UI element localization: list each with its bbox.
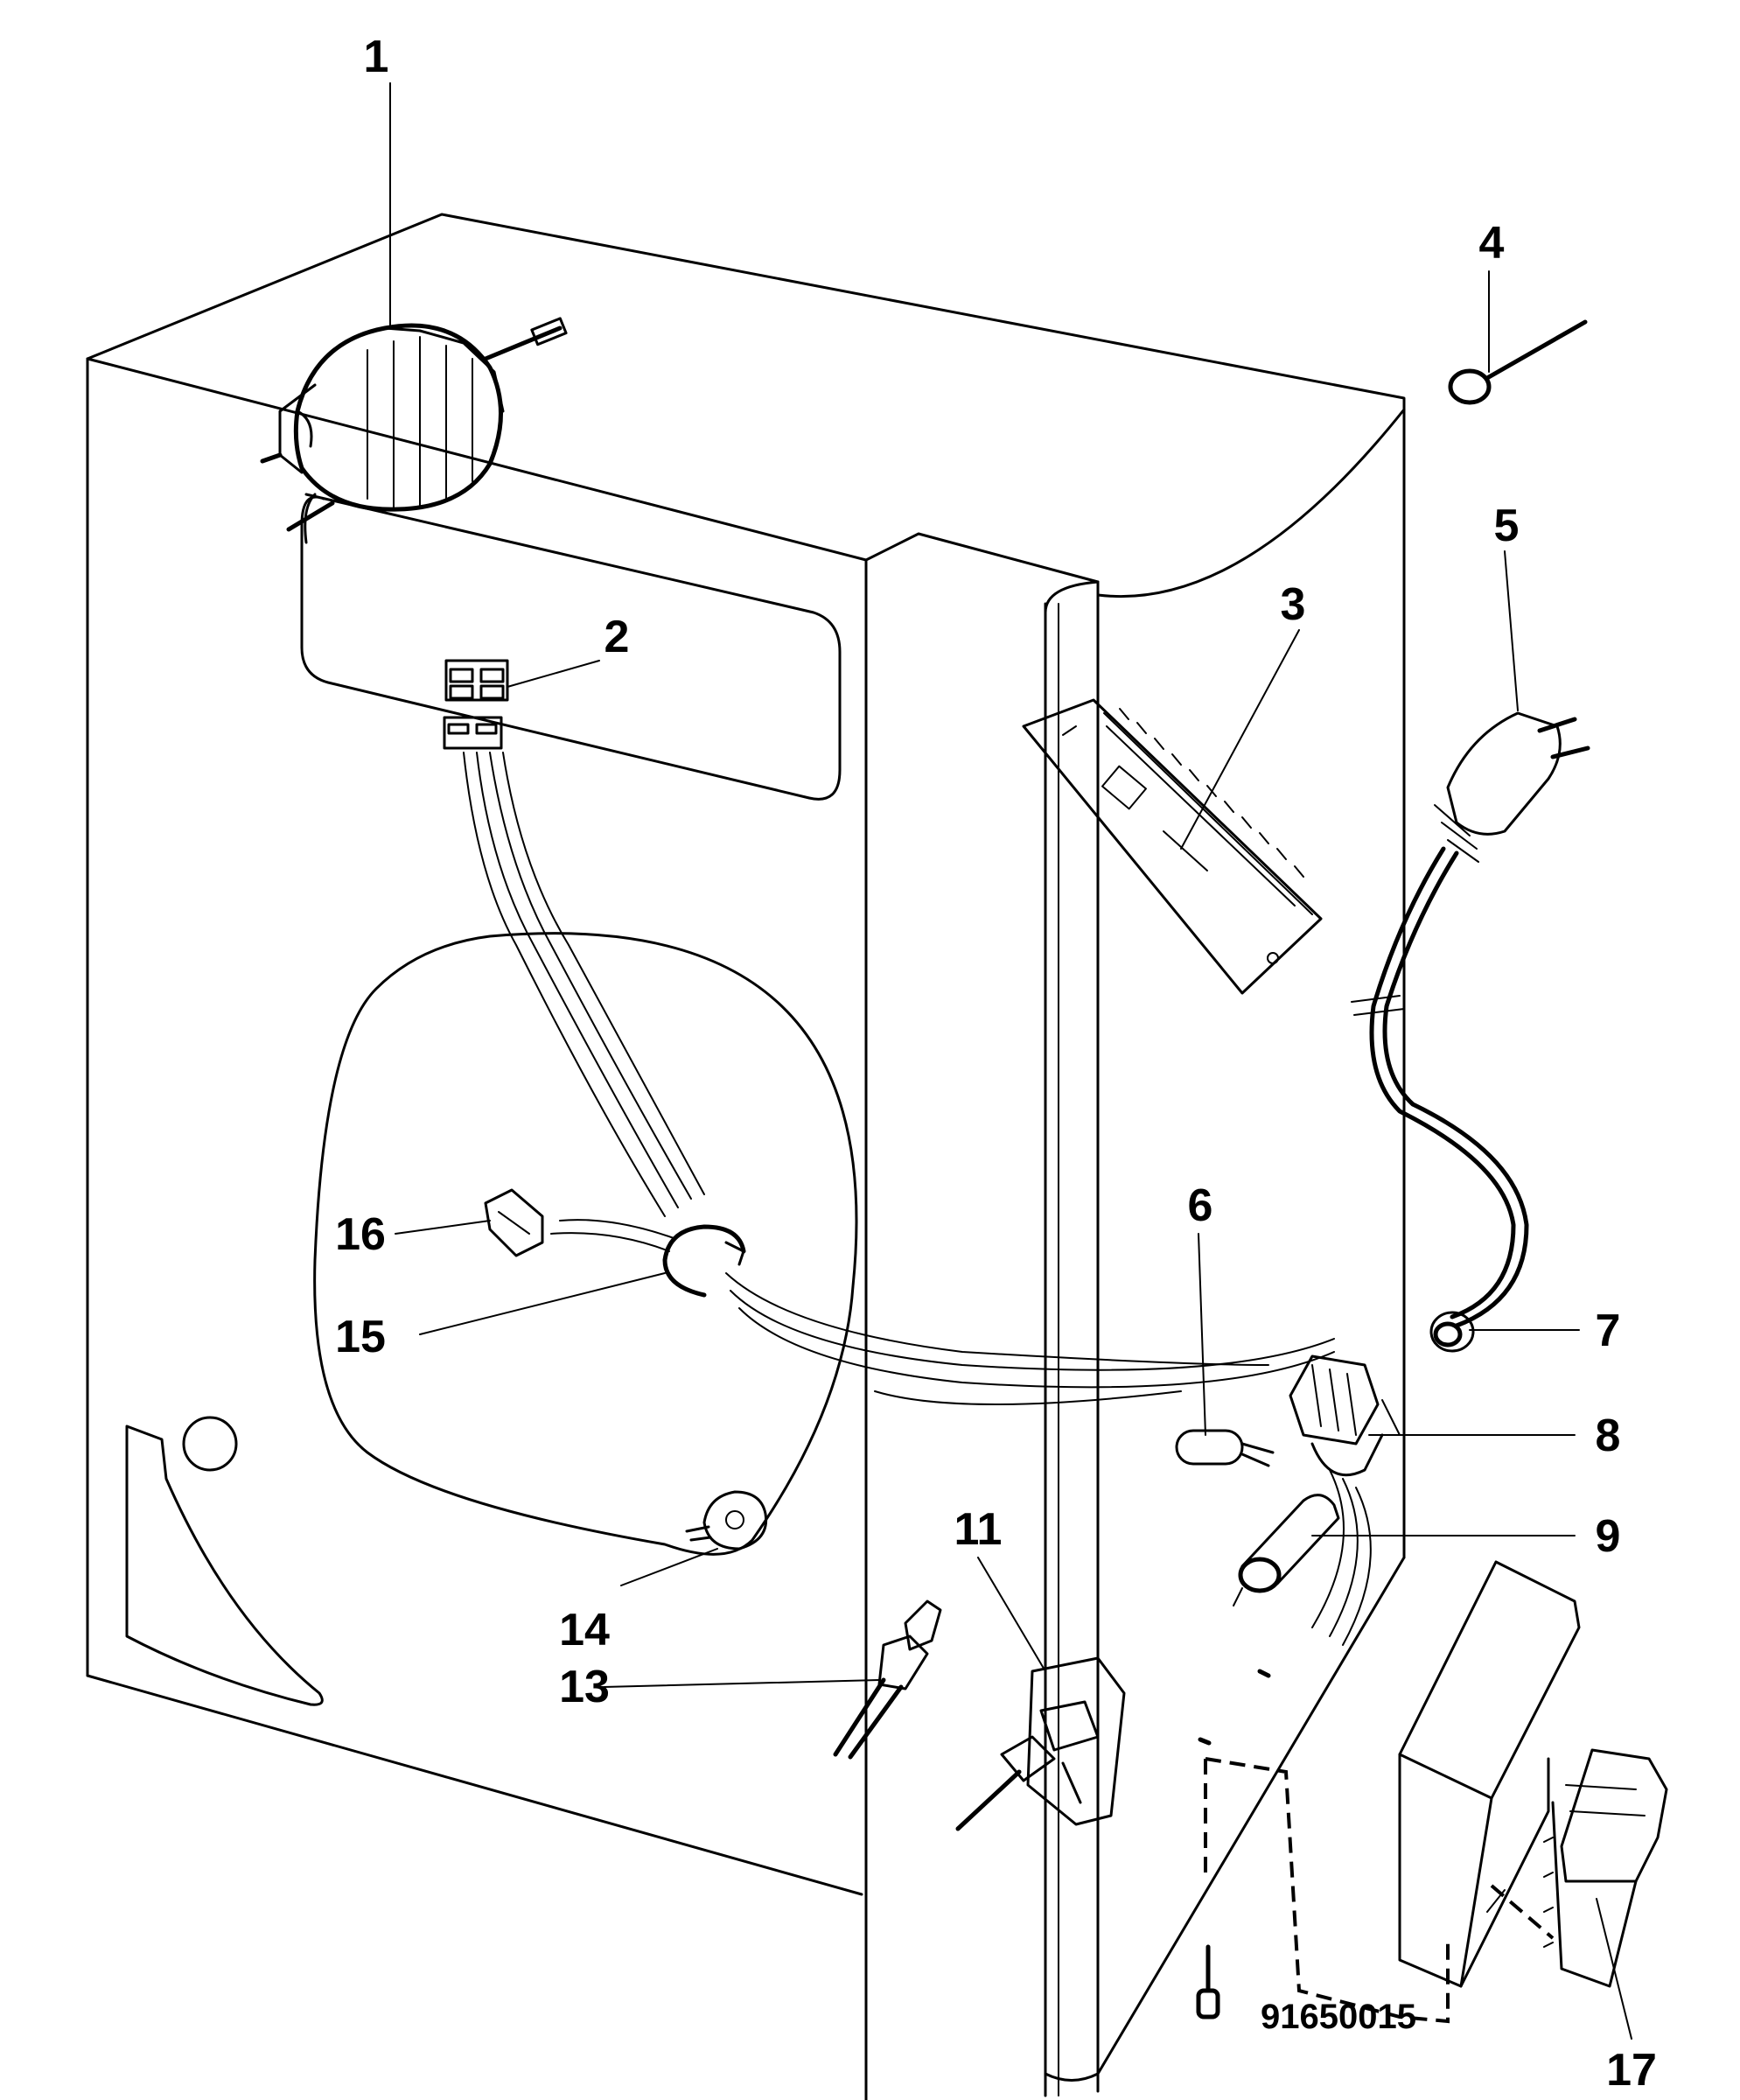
- mounting-dashed-line: [1204, 1757, 1555, 2024]
- callout-11: 11: [954, 1504, 1003, 1555]
- callout-8: 8: [1596, 1410, 1621, 1461]
- cabinet: [86, 213, 1406, 2100]
- callout-9: 9: [1596, 1511, 1621, 1562]
- capacitor: [1233, 1494, 1340, 1606]
- ring-terminal: [1448, 319, 1588, 405]
- electronic-module: [1543, 1748, 1668, 1988]
- suppressor: [1175, 1429, 1275, 1467]
- small-fixing-marks: [1198, 1669, 1271, 1746]
- connector-block: [443, 659, 509, 750]
- drawing-code: 91650015: [1261, 1998, 1416, 2036]
- callout-14: 14: [559, 1605, 610, 1656]
- callout-15: 15: [335, 1312, 386, 1362]
- power-plug-cord: [1351, 711, 1590, 1328]
- motor: [260, 317, 568, 544]
- callout-labels: 1 2 3 4 5 6 7 8 9 11 13 14 15 16 17 9165…: [335, 32, 1657, 2096]
- grommet: [1429, 1311, 1475, 1353]
- callout-17: 17: [1606, 2045, 1657, 2096]
- door-lock: [955, 1656, 1126, 1831]
- module-cover: [1398, 1560, 1581, 1988]
- callout-2: 2: [604, 612, 630, 662]
- leader-lines: [389, 82, 1632, 2040]
- wire-harness: [463, 752, 1372, 1646]
- callout-3: 3: [1281, 579, 1306, 630]
- callout-1: 1: [364, 32, 389, 82]
- terminal-block: [1289, 1354, 1401, 1477]
- toggle-switch: [833, 1600, 942, 1760]
- sensor-clip: [484, 1188, 544, 1257]
- thermostat: [685, 1490, 768, 1550]
- callout-16: 16: [335, 1209, 386, 1260]
- screw: [1196, 1944, 1220, 2020]
- circuit-board: [1022, 698, 1323, 995]
- callout-4: 4: [1479, 218, 1505, 269]
- clip-ring: [662, 1224, 746, 1298]
- callout-6: 6: [1188, 1180, 1213, 1231]
- callout-7: 7: [1596, 1306, 1621, 1356]
- callout-13: 13: [559, 1662, 610, 1712]
- callout-5: 5: [1494, 500, 1520, 551]
